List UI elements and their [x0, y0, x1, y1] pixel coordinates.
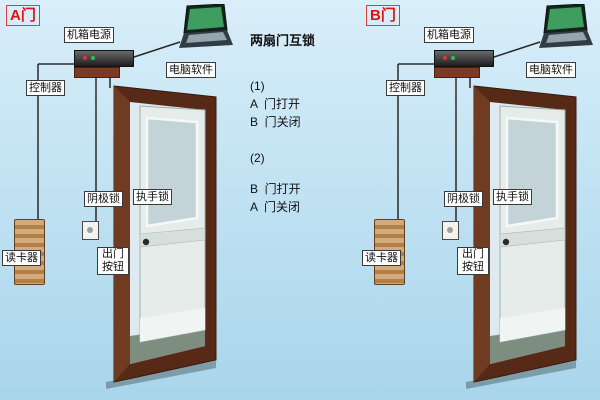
exit-button-device	[442, 221, 459, 240]
controller-device	[74, 67, 120, 78]
exit-button-label: 出门按钮	[457, 247, 489, 275]
software-label: 电脑软件	[166, 62, 216, 78]
handle-lock-label: 执手锁	[133, 189, 172, 205]
power-supply-device	[434, 50, 494, 67]
power-supply-device	[74, 50, 134, 67]
case-1-line-b: B 门关闭	[250, 115, 301, 129]
door-a-section: A门 机箱电源 电脑软件 控制器 阴极锁 执手锁 出门按钮 读卡器	[0, 0, 240, 400]
power-supply-label: 机箱电源	[424, 27, 474, 43]
case-2-line-a: A 门关闭	[250, 200, 301, 214]
door-a-label: A门	[6, 5, 40, 26]
controller-label: 控制器	[26, 80, 65, 96]
power-led-red-icon	[443, 56, 447, 60]
power-supply-label: 机箱电源	[64, 27, 114, 43]
cathode-lock-label: 阴极锁	[84, 191, 123, 207]
case-1-number: (1)	[250, 79, 265, 93]
interlock-description: 两扇门互锁 (1) A 门打开 B 门关闭 (2) B 门打开 A 门关闭	[250, 30, 356, 219]
laptop-icon	[172, 3, 234, 54]
exit-button-label: 出门按钮	[97, 247, 129, 275]
laptop-icon	[532, 3, 594, 54]
cathode-lock-label: 阴极锁	[444, 191, 483, 207]
handle-lock-label: 执手锁	[493, 189, 532, 205]
power-led-green-icon	[91, 56, 95, 60]
case-2-line-b: B 门打开	[250, 182, 301, 196]
power-led-green-icon	[451, 56, 455, 60]
door-b-label: B门	[366, 5, 400, 26]
interlock-title: 两扇门互锁	[250, 33, 316, 48]
card-reader-label: 读卡器	[2, 250, 41, 266]
case-1-line-a: A 门打开	[250, 97, 301, 111]
case-2-number: (2)	[250, 151, 265, 165]
power-led-red-icon	[83, 56, 87, 60]
door-graphic	[466, 85, 577, 389]
door-graphic	[106, 85, 217, 389]
exit-button-device	[82, 221, 99, 240]
software-label: 电脑软件	[526, 62, 576, 78]
card-reader-label: 读卡器	[362, 250, 401, 266]
door-b-section: B门 机箱电源 电脑软件 控制器 阴极锁 执手锁 出门按钮 读卡器	[360, 0, 600, 400]
controller-device	[434, 67, 480, 78]
controller-label: 控制器	[386, 80, 425, 96]
